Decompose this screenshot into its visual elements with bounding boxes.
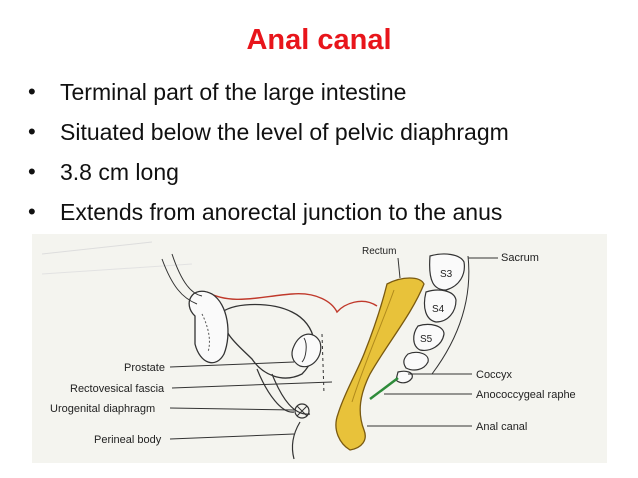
peritoneum-line (206, 291, 378, 314)
bullet-item: Situated below the level of pelvic diaph… (26, 116, 509, 156)
s4-label: S4 (432, 304, 445, 315)
prostate-label: Prostate (124, 362, 165, 374)
rectum-label: Rectum (362, 246, 396, 257)
rectovesical-fascia-label: Rectovesical fascia (70, 383, 165, 395)
anatomy-figure: Rectum Sacrum S3 S4 S5 Prostate Rectoves… (32, 234, 607, 463)
sacrum-label: Sacrum (501, 252, 539, 264)
anal-canal-label: Anal canal (476, 421, 527, 433)
bullet-item: Terminal part of the large intestine (26, 76, 509, 116)
urogenital-diaphragm-label: Urogenital diaphragm (50, 403, 155, 415)
anococcygeal-raphe-label: Anococcygeal raphe (476, 389, 576, 401)
bulb-circle (294, 403, 310, 419)
pubic-bone (188, 290, 229, 364)
bullet-item: Extends from anorectal junction to the a… (26, 196, 509, 236)
bullet-list: Terminal part of the large intestine Sit… (26, 76, 509, 236)
s5-label: S5 (420, 334, 433, 345)
anal-canal-shape (335, 277, 425, 451)
sacrum-shape (395, 253, 465, 384)
anococcygeal-raphe-line (369, 377, 399, 400)
slide-title: Anal canal (246, 24, 392, 56)
coccyx-label: Coccyx (476, 369, 513, 381)
perineal-body-label: Perineal body (94, 434, 162, 446)
rectovesical-fascia-line (321, 333, 325, 395)
bladder-outline (221, 303, 315, 379)
anatomy-diagram: Rectum Sacrum S3 S4 S5 Prostate Rectoves… (41, 241, 576, 460)
s3-label: S3 (440, 269, 453, 280)
bullet-item: 3.8 cm long (26, 156, 509, 196)
